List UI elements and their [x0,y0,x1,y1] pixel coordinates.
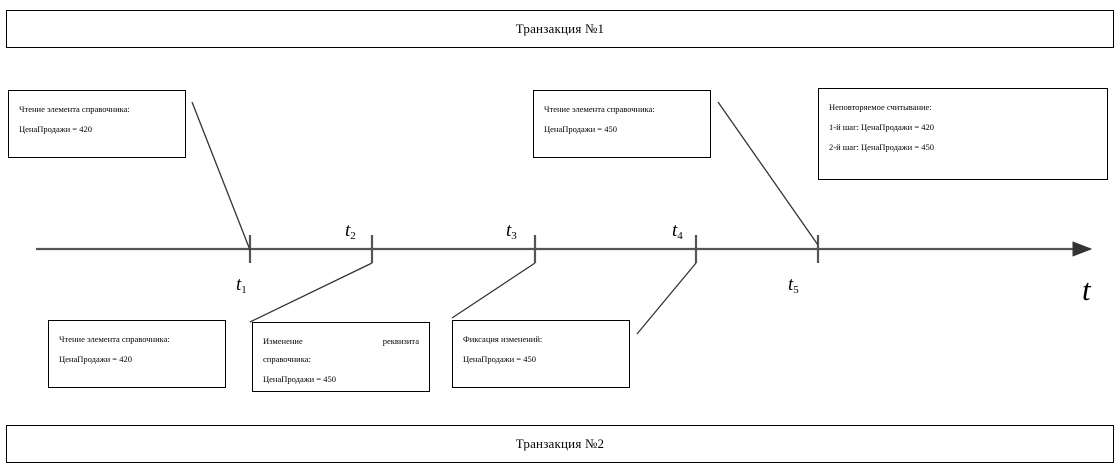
note-read-element-420-bottom: Чтение элемента справочника: ЦенаПродажи… [48,320,226,388]
note-change-line-2: справочника: [263,353,311,364]
tick-label-t2-base: t [345,220,351,241]
tick-label-t3: t3 [506,220,517,242]
tick-label-t4-sub: 4 [677,230,683,242]
transaction-1-label: Транзакция №1 [515,21,605,36]
tick-label-t5-base: t [788,274,794,295]
tick-label-t5: t5 [788,274,799,296]
leader-line-note-read-1-to-t1 [191,101,251,251]
tick-label-t4: t4 [672,220,683,242]
leader-line-t2-to-note-change [249,262,373,323]
axis-label-t: t [1082,272,1091,307]
leader-line-t4-to-note-commit [636,262,697,335]
tick-label-t4-base: t [672,220,678,241]
note-nonrep-line-2: 1-й шаг: ЦенаПродажи = 420 [829,121,934,132]
note-change-line-3: ЦенаПродажи = 450 [263,373,336,384]
note-change-line-1: Изменение реквизита [263,336,419,346]
note-non-repeatable-read: Неповторяемое считывание: 1-й шаг: ЦенаП… [818,88,1108,180]
tick-label-t1-sub: 1 [241,284,247,296]
leader-line-note-read-2-to-t5 [717,101,819,246]
note-read-2-line-2: ЦенаПродажи = 450 [544,123,617,134]
tick-label-t1-base: t [236,274,242,295]
note-commit-line-1: Фиксация изменений: [463,334,543,344]
tick-label-t2-sub: 2 [350,230,356,242]
tick-label-t3-base: t [506,220,512,241]
note-change-attribute: Изменение реквизита справочника: ЦенаПро… [252,322,430,392]
transaction-2-label: Транзакция №2 [515,436,605,451]
tick-label-t2: t2 [345,220,356,242]
transaction-1-banner: Транзакция №1 [6,10,1114,48]
tick-label-t3-sub: 3 [511,230,517,242]
note-commit-line-2: ЦенаПродажи = 450 [463,353,536,364]
note-read-3-line-1: Чтение элемента справочника: [59,334,170,344]
transaction-2-banner: Транзакция №2 [6,425,1114,463]
note-read-element-420-top: Чтение элемента справочника: ЦенаПродажи… [8,90,186,158]
note-nonrep-line-1: Неповторяемое считывание: [829,102,932,112]
tick-label-t1: t1 [236,274,247,296]
note-read-3-line-2: ЦенаПродажи = 420 [59,353,132,364]
note-nonrep-line-3: 2-й шаг: ЦенаПродажи = 450 [829,141,934,152]
note-read-1-line-2: ЦенаПродажи = 420 [19,123,92,134]
note-read-element-450-top: Чтение элемента справочника: ЦенаПродажи… [533,90,711,158]
note-read-1-line-1: Чтение элемента справочника: [19,104,130,114]
leader-line-t3-to-note-commit [451,262,536,319]
note-read-2-line-1: Чтение элемента справочника: [544,104,655,114]
note-commit-changes: Фиксация изменений: ЦенаПродажи = 450 [452,320,630,388]
tick-label-t5-sub: 5 [793,284,799,296]
